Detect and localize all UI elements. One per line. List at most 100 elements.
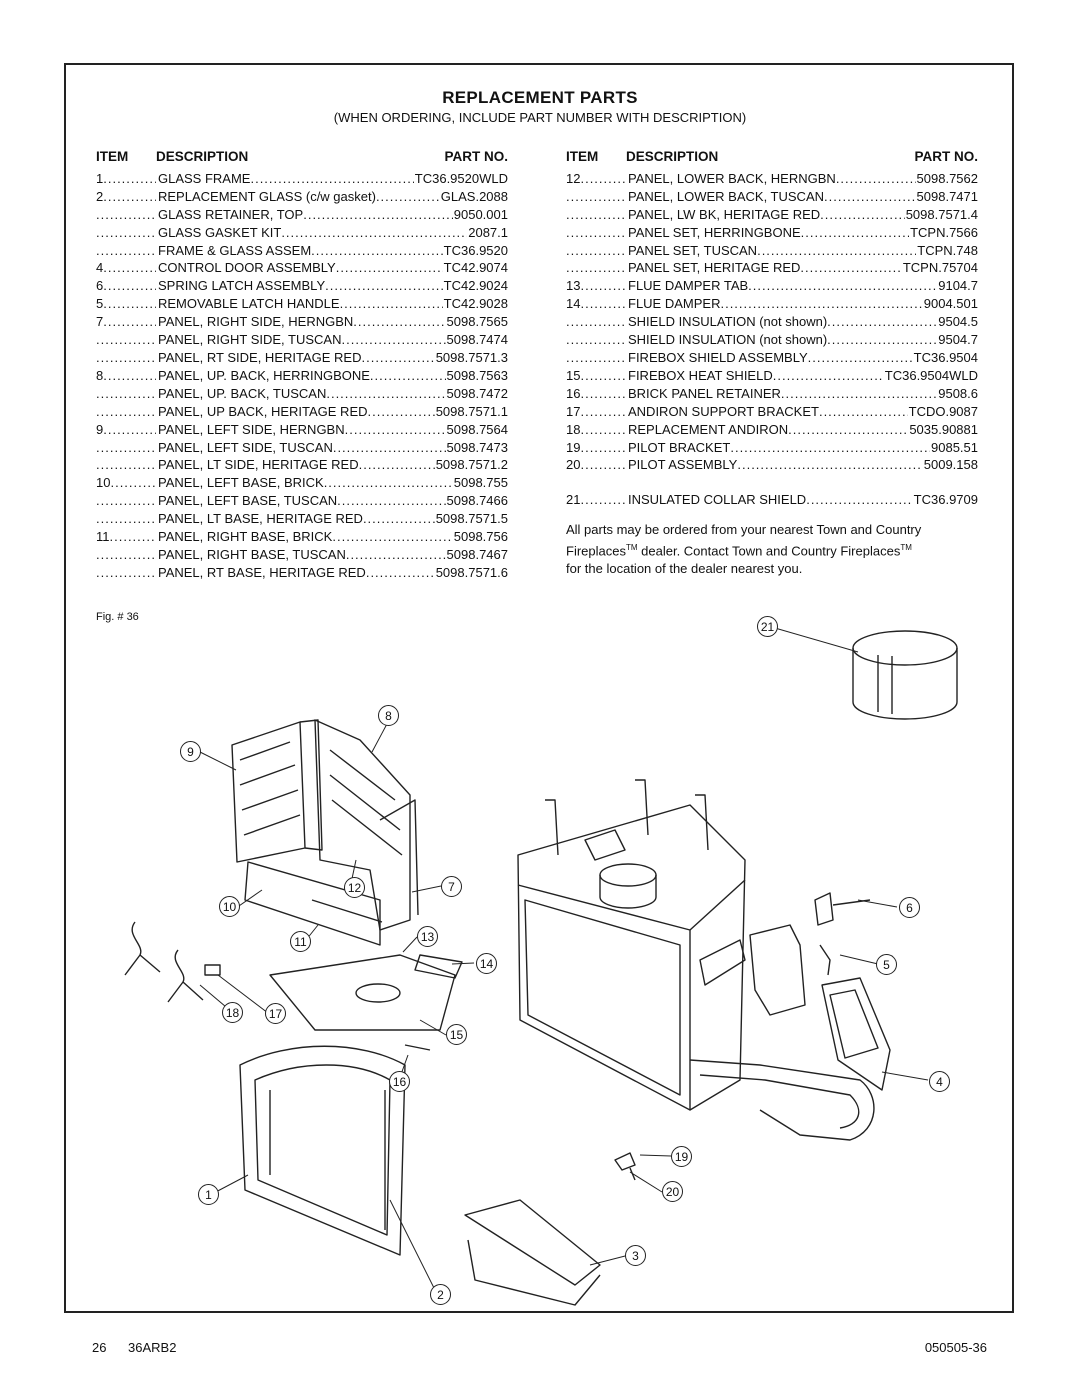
- row-description: GLASS RETAINER, TOP: [158, 206, 304, 222]
- table-row: 16BRICK PANEL RETAINER9508.6: [566, 385, 978, 403]
- row-part-no: 5098.7562: [916, 170, 978, 186]
- glass-frame-drawing: [239, 1045, 406, 1256]
- row-item: 19: [566, 439, 581, 455]
- table-row: 12PANEL, LOWER BACK, HERNGBN5098.7562: [566, 170, 978, 188]
- table-row: PANEL, LEFT SIDE, TUSCAN5098.7473: [96, 439, 508, 457]
- header-description: DESCRIPTION: [156, 149, 249, 164]
- table-row: GLASS RETAINER, TOP 9050.001: [96, 206, 508, 224]
- table-row: 1GLASS FRAMETC36.9520WLD: [96, 170, 508, 188]
- row-item: 2: [96, 188, 104, 204]
- callout-6: 6: [899, 897, 920, 918]
- parts-table-left: ITEM DESCRIPTION PART NO. 1GLASS FRAMETC…: [96, 148, 508, 582]
- row-description: PANEL SET, TUSCAN: [628, 242, 758, 258]
- row-part-no: TCPN.75704: [902, 260, 978, 276]
- row-item: 8: [96, 367, 104, 383]
- row-description: SHIELD INSULATION (not shown): [628, 332, 828, 348]
- figure-label: Fig. # 36: [96, 611, 139, 623]
- table-row: 6SPRING LATCH ASSEMBLYTC42.9024: [96, 277, 508, 295]
- callout-13: 13: [417, 926, 438, 947]
- table-row: PANEL, LW BK, HERITAGE RED5098.7571.4: [566, 206, 978, 224]
- table-row: 20PILOT ASSEMBLY5009.158: [566, 456, 978, 474]
- row-part-no: 5098.7571.4: [905, 206, 978, 222]
- row-description: CONTROL DOOR ASSEMBLY: [158, 260, 336, 276]
- callout-21: 21: [757, 616, 778, 637]
- table-row: PANEL, LT SIDE, HERITAGE RED5098.7571.2: [96, 456, 508, 474]
- retainer-drawing: [464, 1199, 601, 1306]
- note-line-2: FireplacesTM dealer. Contact Town and Co…: [566, 543, 912, 559]
- row-part-no: TC36.9504WLD: [884, 367, 978, 383]
- row-part-no: 2087.1: [468, 224, 508, 240]
- base-panels-drawing: [269, 954, 463, 1051]
- table-row: PANEL SET, TUSCANTCPN.748: [566, 242, 978, 260]
- table-row: 5REMOVABLE LATCH HANDLETC42.9028: [96, 295, 508, 313]
- row-part-no: TC36.9504: [913, 349, 978, 365]
- header-part-no: PART NO.: [914, 149, 979, 164]
- firebox-body-drawing: [517, 779, 875, 1141]
- row-description: PANEL, UP. BACK, HERRINGBONE: [158, 367, 370, 383]
- header-part-no: PART NO.: [444, 149, 509, 164]
- row-description: PANEL, LT SIDE, HERITAGE RED: [158, 457, 359, 473]
- row-description: PANEL, RIGHT SIDE, HERNGBN: [158, 314, 354, 330]
- row-item: 15: [566, 367, 581, 383]
- row-part-no: 9504.5: [938, 314, 978, 330]
- row-description: REPLACEMENT ANDIRON: [628, 421, 789, 437]
- leader-lines: [199, 625, 929, 1295]
- footer-doc-code: 050505-36: [924, 1340, 987, 1355]
- row-item: 5: [96, 296, 104, 312]
- row-description: GLASS GASKET KIT: [158, 224, 282, 240]
- table-row: PANEL, RT SIDE, HERITAGE RED5098.7571.3: [96, 349, 508, 367]
- row-part-no: TCDO.9087: [908, 403, 978, 419]
- callout-2: 2: [430, 1284, 451, 1305]
- table-row: PANEL, RIGHT BASE, TUSCAN5098.7467: [96, 546, 508, 564]
- callout-3: 3: [625, 1245, 646, 1266]
- row-description: PANEL, RT BASE, HERITAGE RED: [158, 564, 366, 580]
- row-description: GLASS FRAME: [158, 170, 251, 186]
- row-item: 21: [566, 492, 581, 508]
- row-item: 14: [566, 296, 581, 312]
- row-description: PANEL, LT BASE, HERITAGE RED: [158, 511, 363, 527]
- row-item: 16: [566, 385, 581, 401]
- table-row: PANEL, RIGHT SIDE, TUSCAN5098.7474: [96, 331, 508, 349]
- callout-18: 18: [222, 1002, 243, 1023]
- row-description: PANEL, LEFT BASE, TUSCAN: [158, 493, 338, 509]
- row-description: PANEL, LEFT SIDE, HERNGBN: [158, 421, 345, 437]
- row-description: FIREBOX HEAT SHIELD: [628, 367, 773, 383]
- row-part-no: 5098.7571.5: [435, 511, 508, 527]
- row-part-no: 9085.51: [931, 439, 978, 455]
- table-row: SHIELD INSULATION (not shown)9504.5: [566, 313, 978, 331]
- table-row: 18REPLACEMENT ANDIRON5035.90881: [566, 421, 978, 439]
- page-title: REPLACEMENT PARTS: [442, 88, 638, 107]
- row-description: PILOT ASSEMBLY: [628, 457, 738, 473]
- row-part-no: 9050.001: [453, 206, 508, 222]
- row-description: FRAME & GLASS ASSEM: [158, 242, 312, 258]
- ordering-note: All parts may be ordered from your neare…: [566, 521, 986, 578]
- row-part-no: TCPN.7566: [910, 224, 978, 240]
- row-part-no: 9504.7: [938, 332, 978, 348]
- table-row: PANEL SET, HERRINGBONE TCPN.7566: [566, 224, 978, 242]
- note-line-3: for the location of the dealer nearest y…: [566, 561, 803, 577]
- row-part-no: 5098.756: [453, 529, 508, 545]
- row-description: PANEL, RIGHT BASE, TUSCAN: [158, 546, 346, 562]
- row-description: FLUE DAMPER: [628, 296, 721, 312]
- row-item: 7: [96, 314, 104, 330]
- row-description: PILOT BRACKET: [628, 439, 731, 455]
- row-description: ANDIRON SUPPORT BRACKET: [628, 403, 819, 419]
- row-description: PANEL, LEFT BASE, BRICK: [158, 475, 324, 491]
- row-item: 20: [566, 457, 581, 473]
- callout-1: 1: [198, 1184, 219, 1205]
- callout-10: 10: [219, 896, 240, 917]
- table-row: PANEL, LOWER BACK, TUSCAN5098.7471: [566, 188, 978, 206]
- row-part-no: 5098.7571.1: [435, 403, 508, 419]
- row-description: PANEL SET, HERITAGE RED: [628, 260, 801, 276]
- row-description: PANEL, UP. BACK, TUSCAN: [158, 385, 327, 401]
- table-row: 19 PILOT BRACKET 9085.51: [566, 439, 978, 457]
- footer-page-number: 26: [92, 1340, 107, 1355]
- row-part-no: 5035.90881: [909, 421, 978, 437]
- row-description: PANEL, RIGHT BASE, BRICK: [158, 529, 333, 545]
- table-header: ITEM DESCRIPTION PART NO.: [566, 148, 978, 166]
- row-description: PANEL SET, HERRINGBONE: [628, 224, 801, 240]
- callout-16: 16: [389, 1071, 410, 1092]
- andirons-drawing: [124, 921, 221, 1003]
- pilot-drawing: [614, 1152, 636, 1181]
